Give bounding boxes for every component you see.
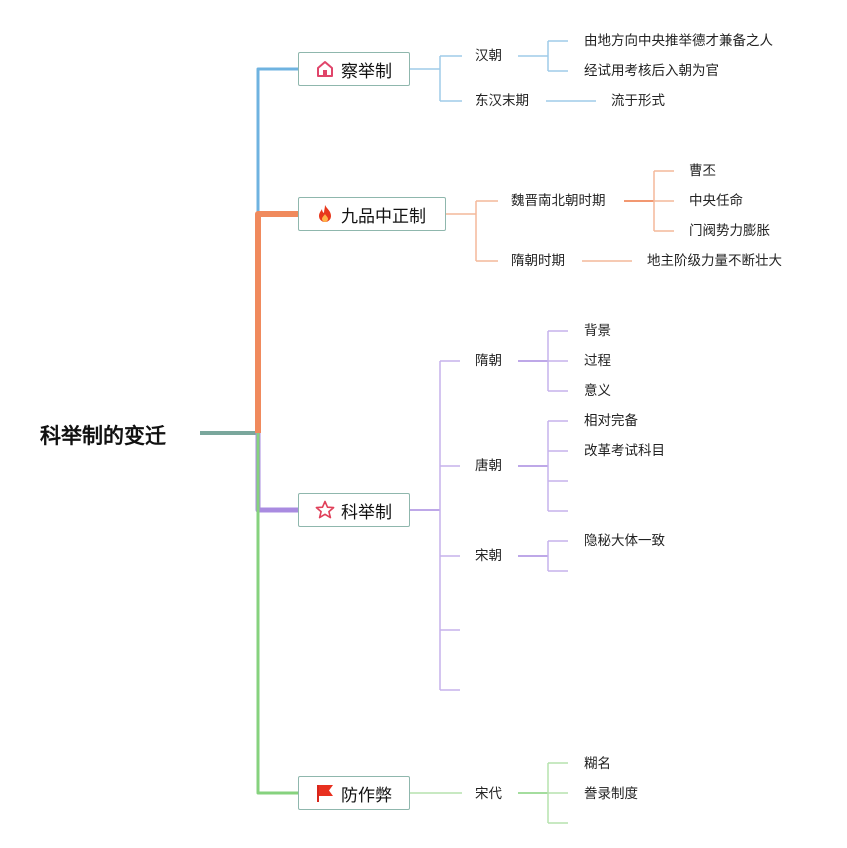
branch-connector — [256, 67, 298, 433]
branch-topic-jiupin[interactable]: 九品中正制 — [298, 197, 446, 231]
fire-icon — [315, 204, 335, 224]
branch-connector — [255, 433, 298, 513]
home-icon — [315, 59, 335, 79]
topic-leaf[interactable]: 由地方向中央推举德才兼备之人 — [584, 33, 773, 49]
topic-leaf[interactable]: 地主阶级力量不断壮大 — [647, 253, 782, 269]
branch-label: 防作弊 — [341, 785, 392, 806]
topic-song[interactable]: 宋朝 — [475, 548, 502, 564]
topic-tang[interactable]: 唐朝 — [475, 458, 502, 474]
topic-leaf[interactable]: 门阀势力膨胀 — [689, 223, 770, 239]
topic-leaf[interactable]: 改革考试科目 — [584, 443, 665, 459]
topic-leaf[interactable]: 背景 — [584, 323, 611, 339]
flag-icon — [315, 783, 335, 803]
topic-sui[interactable]: 隋朝 — [475, 353, 502, 369]
topic-leaf[interactable]: 过程 — [584, 353, 611, 369]
branch-label: 九品中正制 — [341, 206, 426, 227]
branch-connector — [256, 433, 298, 795]
branch-connector — [255, 211, 298, 433]
topic-leaf[interactable]: 经试用考核后入朝为官 — [584, 63, 719, 79]
topic-songdai[interactable]: 宋代 — [475, 786, 502, 802]
topic-leaf[interactable]: 流于形式 — [611, 93, 665, 109]
branch-topic-chaju[interactable]: 察举制 — [298, 52, 410, 86]
topic-leaf[interactable]: 相对完备 — [584, 413, 638, 429]
topic-weijin[interactable]: 魏晋南北朝时期 — [511, 193, 606, 209]
topic-leaf[interactable]: 曹丕 — [689, 163, 716, 179]
topic-suichao-shiqi[interactable]: 隋朝时期 — [511, 253, 565, 269]
branch-label: 察举制 — [341, 61, 392, 82]
topic-donghan-moqi[interactable]: 东汉末期 — [475, 93, 529, 109]
topic-leaf[interactable]: 意义 — [584, 383, 611, 399]
root-topic[interactable]: 科举制的变迁 — [40, 424, 166, 448]
branch-label: 科举制 — [341, 502, 392, 523]
topic-hanchao[interactable]: 汉朝 — [475, 48, 502, 64]
topic-leaf[interactable]: 誊录制度 — [584, 786, 638, 802]
branch-topic-fangzuobi[interactable]: 防作弊 — [298, 776, 410, 810]
star-icon — [315, 500, 335, 520]
topic-leaf[interactable]: 隐秘大体一致 — [584, 533, 665, 549]
branch-topic-keju[interactable]: 科举制 — [298, 493, 410, 527]
topic-leaf[interactable]: 糊名 — [584, 756, 611, 772]
topic-leaf[interactable]: 中央任命 — [689, 193, 743, 209]
